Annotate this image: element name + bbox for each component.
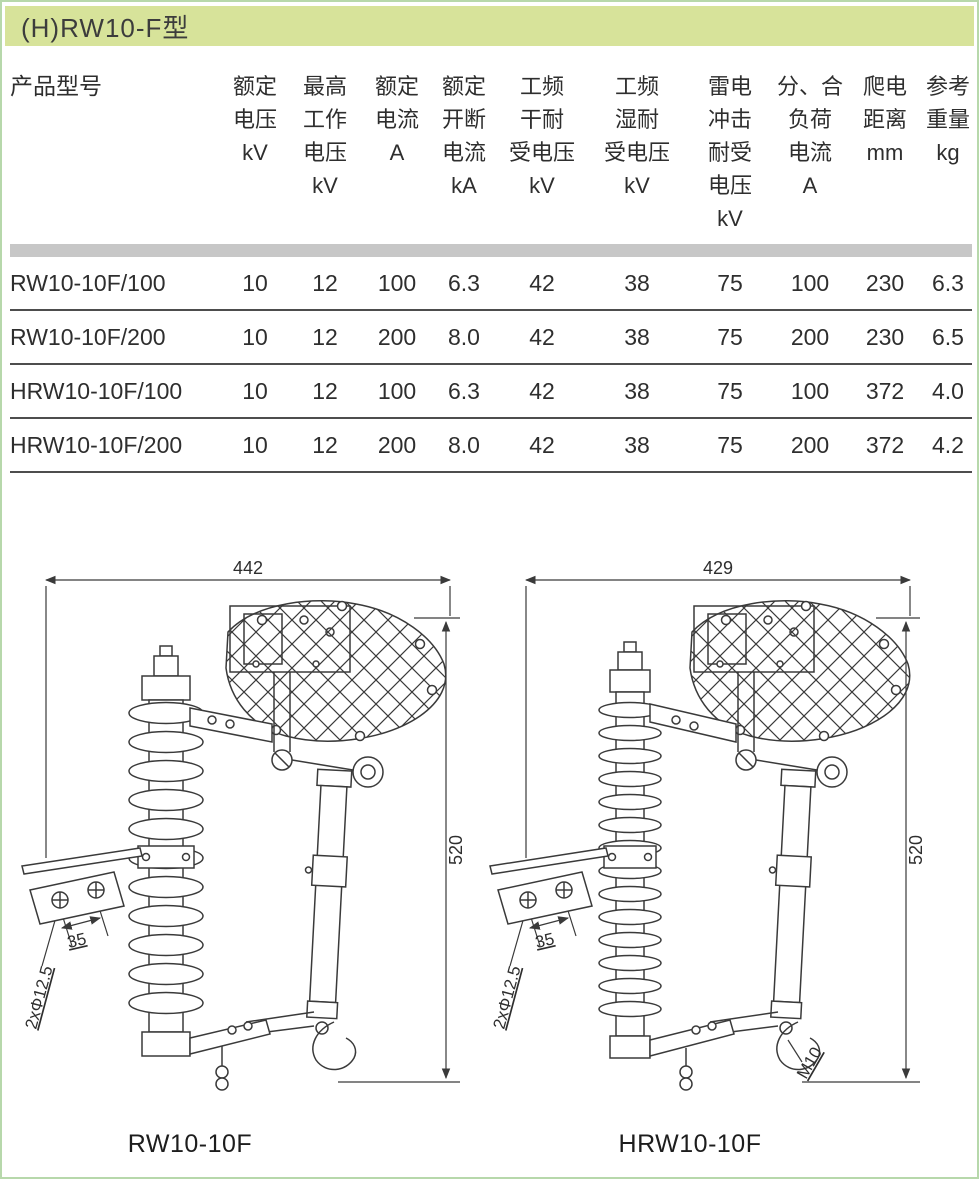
cell-model: HRW10-10F/200: [10, 431, 183, 458]
cell-value: 75: [717, 377, 743, 404]
rw10-technical-drawing: 442 520 35 2xΦ12.5: [21, 560, 466, 1091]
column-header-model: 产品型号: [10, 73, 102, 99]
cell-value: 4.2: [932, 431, 964, 458]
cell-value: 38: [624, 377, 650, 404]
dimension-lines: [41, 575, 460, 1083]
title-bar: (H)RW10-F型: [5, 6, 974, 46]
drawing-caption-right: HRW10-10F: [618, 1130, 762, 1158]
dim-holes-label: 2xΦ12.5: [490, 964, 525, 1031]
cell-value: 372: [865, 377, 905, 404]
cell-value: 6.5: [932, 323, 964, 350]
cell-model: RW10-10F/200: [10, 323, 166, 350]
dim-spacing-label: 35: [533, 929, 556, 952]
cell-model: RW10-10F/100: [10, 269, 166, 296]
table-row: RW10-10F/100 10 12 100 6.3 42 38 75 100 …: [10, 257, 972, 311]
cutout-body: [489, 600, 911, 1091]
cell-value: 100: [790, 377, 830, 404]
cell-value: 200: [790, 431, 830, 458]
cell-value: 75: [717, 431, 743, 458]
table-row: RW10-10F/200 10 12 200 8.0 42 38 75 200 …: [10, 311, 972, 365]
column-header: 工频 湿耐 受电压 kV: [603, 74, 670, 198]
cell-value: 100: [377, 269, 417, 296]
cell-value: 4.0: [932, 377, 964, 404]
dimension-lines: [509, 575, 920, 1083]
cell-value: 42: [529, 269, 555, 296]
cell-value: 200: [790, 323, 830, 350]
table-header-row: 产品型号 额定 电压 kV 最高 工作 电压 kV 额定 电流 A 额定 开断 …: [10, 66, 972, 244]
cell-value: 8.0: [448, 323, 480, 350]
column-header: 爬电 距离 mm: [862, 74, 907, 165]
column-header: 分、合 负荷 电流 A: [776, 74, 843, 198]
column-header: 工频 干耐 受电压 kV: [508, 74, 575, 198]
cell-value: 42: [529, 431, 555, 458]
cell-value: 200: [377, 323, 417, 350]
cell-value: 6.3: [448, 269, 480, 296]
cell-model: HRW10-10F/100: [10, 377, 183, 404]
cutout-body: [21, 600, 447, 1091]
dim-height-label: 520: [446, 835, 466, 865]
hrw10-technical-drawing: 429 520 35 2xΦ12.5 M10: [489, 560, 926, 1091]
cell-value: 38: [624, 269, 650, 296]
cell-value: 100: [790, 269, 830, 296]
dim-spacing-label: 35: [65, 929, 88, 952]
dim-thread-label: M10: [793, 1044, 826, 1082]
cell-value: 12: [312, 269, 338, 296]
column-header: 参考 重量 kg: [925, 74, 970, 165]
cell-value: 42: [529, 377, 555, 404]
cell-value: 10: [242, 431, 268, 458]
cell-value: 372: [865, 431, 905, 458]
cell-value: 100: [377, 377, 417, 404]
page-title: (H)RW10-F型: [21, 12, 190, 43]
cell-value: 230: [865, 323, 905, 350]
cell-value: 75: [717, 323, 743, 350]
cell-value: 230: [865, 269, 905, 296]
dim-width-label: 442: [233, 560, 263, 578]
cell-value: 6.3: [932, 269, 964, 296]
column-header: 额定 开断 电流 kA: [441, 74, 486, 198]
cell-value: 75: [717, 269, 743, 296]
cell-value: 8.0: [448, 431, 480, 458]
column-header: 额定 电流 A: [374, 74, 419, 165]
cell-value: 10: [242, 269, 268, 296]
table-row: HRW10-10F/100 10 12 100 6.3 42 38 75 100…: [10, 365, 972, 419]
dim-height-label: 520: [906, 835, 926, 865]
cell-value: 12: [312, 431, 338, 458]
cell-value: 10: [242, 377, 268, 404]
column-header: 最高 工作 电压 kV: [302, 74, 347, 198]
cell-value: 38: [624, 431, 650, 458]
cell-value: 12: [312, 377, 338, 404]
drawing-caption-left: RW10-10F: [127, 1130, 253, 1158]
spec-table: 产品型号 额定 电压 kV 最高 工作 电压 kV 额定 电流 A 额定 开断 …: [10, 66, 972, 473]
cell-value: 10: [242, 323, 268, 350]
dim-holes-label: 2xΦ12.5: [22, 964, 57, 1031]
cell-value: 6.3: [448, 377, 480, 404]
cell-value: 12: [312, 323, 338, 350]
column-header: 雷电 冲击 耐受 电压 kV: [707, 74, 752, 231]
dim-width-label: 429: [703, 560, 733, 578]
cell-value: 200: [377, 431, 417, 458]
table-row: HRW10-10F/200 10 12 200 8.0 42 38 75 200…: [10, 419, 972, 473]
header-divider-band: [10, 244, 972, 257]
cell-value: 38: [624, 323, 650, 350]
cell-value: 42: [529, 323, 555, 350]
column-header: 额定 电压 kV: [232, 74, 277, 165]
